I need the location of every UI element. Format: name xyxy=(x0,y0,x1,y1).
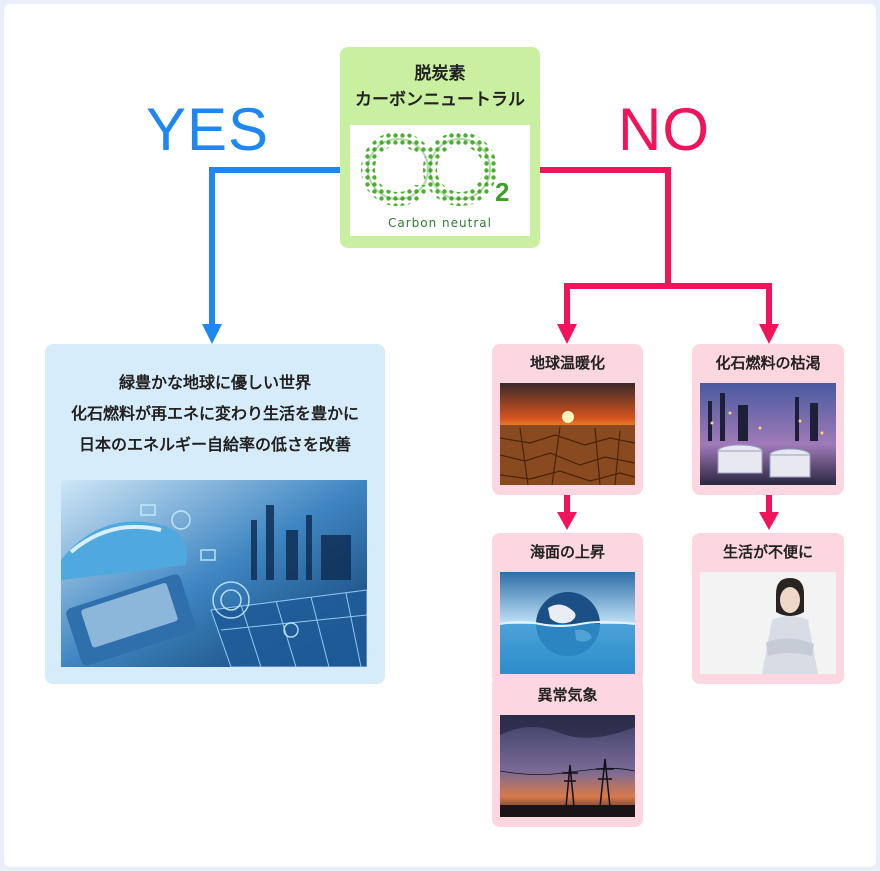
no-branch-connector xyxy=(567,286,769,330)
abnormal-weather-title: 異常気象 xyxy=(492,684,643,706)
sea-level-rise-title: 海面の上昇 xyxy=(492,541,643,563)
carbon-neutral-text: Carbon neutral xyxy=(388,216,492,230)
life-inconvenience-card: 生活が不便に xyxy=(692,533,844,684)
fossil-depletion-title: 化石燃料の枯渇 xyxy=(692,352,844,374)
drought-sunset-photo xyxy=(500,383,635,485)
fossil-to-life-arrowhead xyxy=(759,512,779,530)
warming-to-sea-arrowhead xyxy=(557,512,577,530)
no-arrowhead-left xyxy=(557,324,577,344)
carbon-neutral-card: 脱炭素 カーボンニュートラル 2 Carbon neutral xyxy=(340,47,540,248)
yes-connector xyxy=(212,170,340,330)
yes-line-1: 緑豊かな地球に優しい世界 xyxy=(45,367,385,398)
no-label: NO xyxy=(618,100,710,160)
sinking-earth-photo xyxy=(500,572,635,674)
life-inconvenience-title: 生活が不便に xyxy=(692,541,844,563)
co2-subscript: 2 xyxy=(495,177,509,207)
no-connector xyxy=(540,170,668,286)
yes-benefits-card: 緑豊かな地球に優しい世界 化石燃料が再エネに変わり生活を豊かに 日本のエネルギー… xyxy=(45,344,385,684)
no-arrowhead-right xyxy=(759,324,779,344)
storm-powerlines-photo xyxy=(500,715,635,817)
yes-line-2: 化石燃料が再エネに変わり生活を豊かに xyxy=(45,398,385,429)
global-warming-title: 地球温暖化 xyxy=(492,352,643,374)
center-title-line1: 脱炭素 xyxy=(340,61,540,88)
renewable-energy-photo xyxy=(61,480,367,667)
yes-arrowhead xyxy=(202,324,222,344)
co2-logo: 2 Carbon neutral xyxy=(350,125,530,236)
abnormal-weather-card: 異常気象 xyxy=(492,676,643,827)
refinery-photo xyxy=(700,383,836,485)
fossil-depletion-card: 化石燃料の枯渇 xyxy=(692,344,844,495)
yes-line-3: 日本のエネルギー自給率の低さを改善 xyxy=(45,429,385,460)
yes-label: YES xyxy=(146,100,269,160)
cold-person-photo xyxy=(700,572,836,674)
center-title-line2: カーボンニュートラル xyxy=(340,87,540,114)
sea-level-rise-card: 海面の上昇 xyxy=(492,533,643,684)
global-warming-card: 地球温暖化 xyxy=(492,344,643,495)
